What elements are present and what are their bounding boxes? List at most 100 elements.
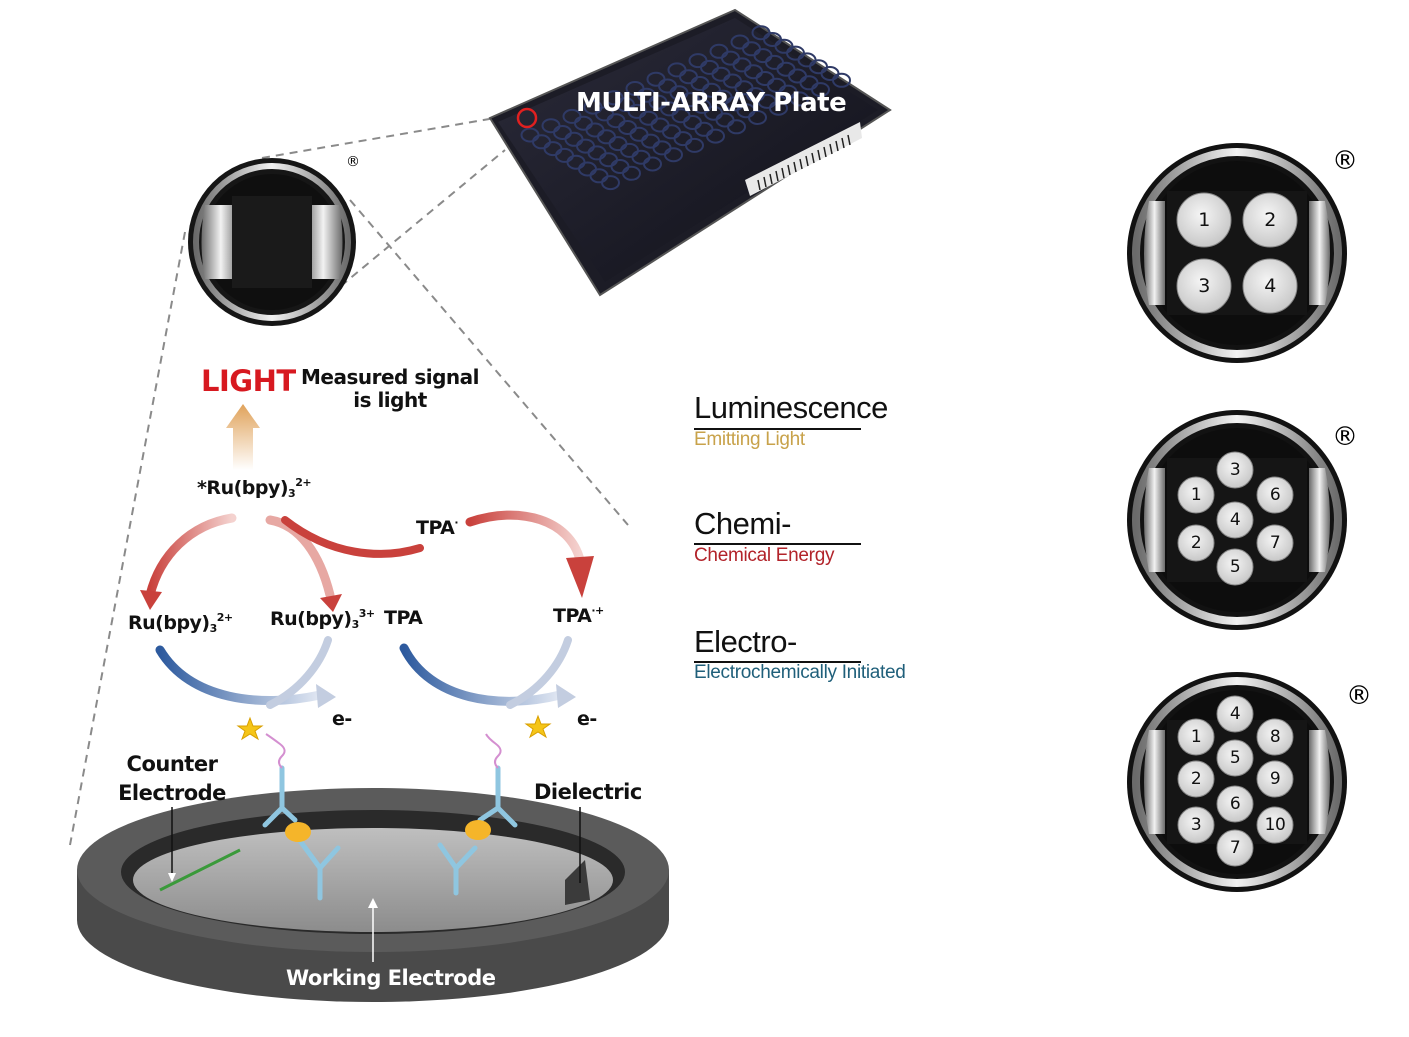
spot-number: 1	[1190, 727, 1202, 747]
counter-electrode-label: Counter Electrode	[118, 752, 226, 805]
spot	[1216, 695, 1254, 733]
spot	[1216, 785, 1254, 823]
spot-number: 4	[1264, 275, 1276, 297]
light-label: LIGHT	[201, 364, 296, 398]
spot-number: 2	[1264, 209, 1276, 231]
spot-number: 1	[1198, 209, 1210, 231]
tpa-radical-label: TPA·	[416, 516, 459, 539]
well-side-left	[1144, 730, 1165, 834]
spot	[1256, 718, 1294, 756]
spot-number: 5	[1229, 557, 1241, 577]
spot	[1256, 806, 1294, 844]
reaction-arrows	[140, 510, 594, 709]
spot-number: 8	[1269, 727, 1281, 747]
light-caption: Measured signal is light	[301, 365, 479, 412]
electron-label-right: e-	[577, 708, 597, 730]
spot	[1176, 192, 1232, 248]
spot-number: 2	[1190, 533, 1202, 553]
registered-mark: ®	[1332, 422, 1358, 452]
dielectric-label: Dielectric	[534, 780, 642, 804]
ecl-rule	[694, 661, 861, 663]
well-registered-mark: ®	[346, 154, 360, 170]
spot	[1177, 476, 1215, 514]
spot	[1242, 192, 1298, 248]
spot	[1256, 760, 1294, 798]
spot-number: 3	[1198, 275, 1210, 297]
plate-well	[601, 175, 620, 191]
ecl-word: Luminescence	[694, 390, 888, 425]
spot	[1242, 258, 1298, 314]
well-side-right	[1309, 730, 1330, 834]
ecl-description: Emitting Light	[694, 429, 805, 450]
single-well-graphic	[188, 158, 356, 326]
antigens	[285, 820, 491, 842]
electrode-dish-graphic	[77, 788, 669, 1002]
spot-well-3	[1127, 672, 1347, 892]
spot-number: 9	[1269, 769, 1281, 789]
spot	[1256, 524, 1294, 562]
spot-number: 10	[1264, 815, 1286, 835]
ecl-word: Chemi-	[694, 506, 791, 541]
spot	[1216, 829, 1254, 867]
well-rim	[1132, 415, 1342, 625]
plate-well	[727, 119, 746, 135]
spot-number: 7	[1269, 533, 1281, 553]
plate-well	[769, 100, 788, 116]
well-rim	[1132, 148, 1342, 358]
spot	[1177, 806, 1215, 844]
registered-mark: ®	[1346, 681, 1372, 711]
spot-number: 4	[1229, 704, 1241, 724]
ecl-rule	[694, 543, 861, 545]
plate-well	[748, 110, 767, 125]
spot	[1177, 760, 1215, 798]
spot-number: 4	[1229, 510, 1241, 530]
tpa-label: TPA	[384, 607, 423, 629]
ecl-description: Electrochemically Initiated	[694, 662, 906, 683]
spot	[1177, 524, 1215, 562]
well-side-left	[1144, 468, 1165, 572]
spot	[1176, 258, 1232, 314]
spot-number: 6	[1269, 485, 1281, 505]
spot	[1216, 548, 1254, 586]
antibodies	[262, 765, 518, 901]
spot-number: 6	[1229, 794, 1241, 814]
ruthenium-2plus-label: Ru(bpy)32+	[128, 611, 233, 635]
electron-label-left: e-	[332, 708, 352, 730]
spot	[1216, 451, 1254, 489]
working-electrode-label: Working Electrode	[286, 966, 496, 990]
spot-number: 3	[1229, 460, 1241, 480]
well-side-left	[1144, 201, 1165, 305]
spot-well-1	[1127, 143, 1347, 363]
spot-number: 5	[1229, 748, 1241, 768]
multi-array-plate-graphic	[488, 8, 892, 297]
plate-well	[643, 156, 662, 172]
registered-mark: ®	[1332, 146, 1358, 176]
linkers	[265, 733, 502, 769]
spot	[1256, 476, 1294, 514]
well-side-right	[1309, 468, 1330, 572]
ecl-rule	[694, 428, 861, 430]
spot	[1216, 739, 1254, 777]
barcode	[757, 134, 851, 191]
spot-number: 7	[1229, 838, 1241, 858]
well-side-right	[1309, 201, 1330, 305]
plate-well	[706, 128, 725, 144]
spot-well-2	[1127, 410, 1347, 630]
spot	[1177, 718, 1215, 756]
ecl-description: Chemical Energy	[694, 545, 835, 566]
tpa-cation-label: TPA·+	[553, 604, 604, 627]
pointer-lines	[168, 807, 581, 962]
zoom-lines	[69, 117, 629, 846]
plate-well	[832, 72, 851, 88]
spot-number: 2	[1190, 769, 1202, 789]
label-stars	[236, 714, 552, 741]
excited-ruthenium-label: *Ru(bpy)32+	[197, 476, 312, 500]
plate-well	[685, 137, 704, 153]
light-arrow	[226, 404, 260, 470]
spot	[1216, 501, 1254, 539]
plate-well	[790, 91, 809, 107]
ruthenium-3plus-label: Ru(bpy)33+	[270, 607, 375, 631]
ecl-word: Electro-	[694, 624, 797, 659]
spot-wells-graphics	[1127, 143, 1347, 892]
spot-number: 1	[1190, 485, 1202, 505]
